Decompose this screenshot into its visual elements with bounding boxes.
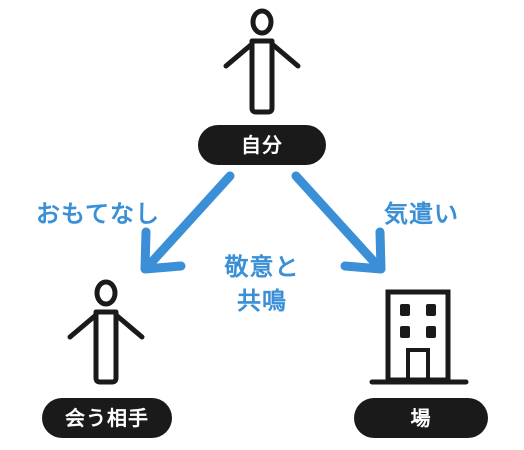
building-icon: [369, 289, 469, 385]
edge-right-label: 気遣い: [384, 200, 459, 228]
center-label-line1: 敬意と: [224, 253, 300, 281]
person-icon: [67, 279, 145, 385]
person-icon: [223, 8, 301, 115]
node-partner-label: 会う相手: [42, 398, 172, 438]
arrow-left-down-icon: [140, 171, 235, 274]
center-label: 敬意と 共鳴: [212, 250, 312, 318]
edge-left-label: おもてなし: [36, 200, 161, 228]
node-self-label: 自分: [198, 125, 326, 165]
node-place-label: 場: [354, 398, 488, 438]
arrow-right-down-icon: [291, 171, 386, 274]
center-label-line2: 共鳴: [237, 287, 287, 315]
